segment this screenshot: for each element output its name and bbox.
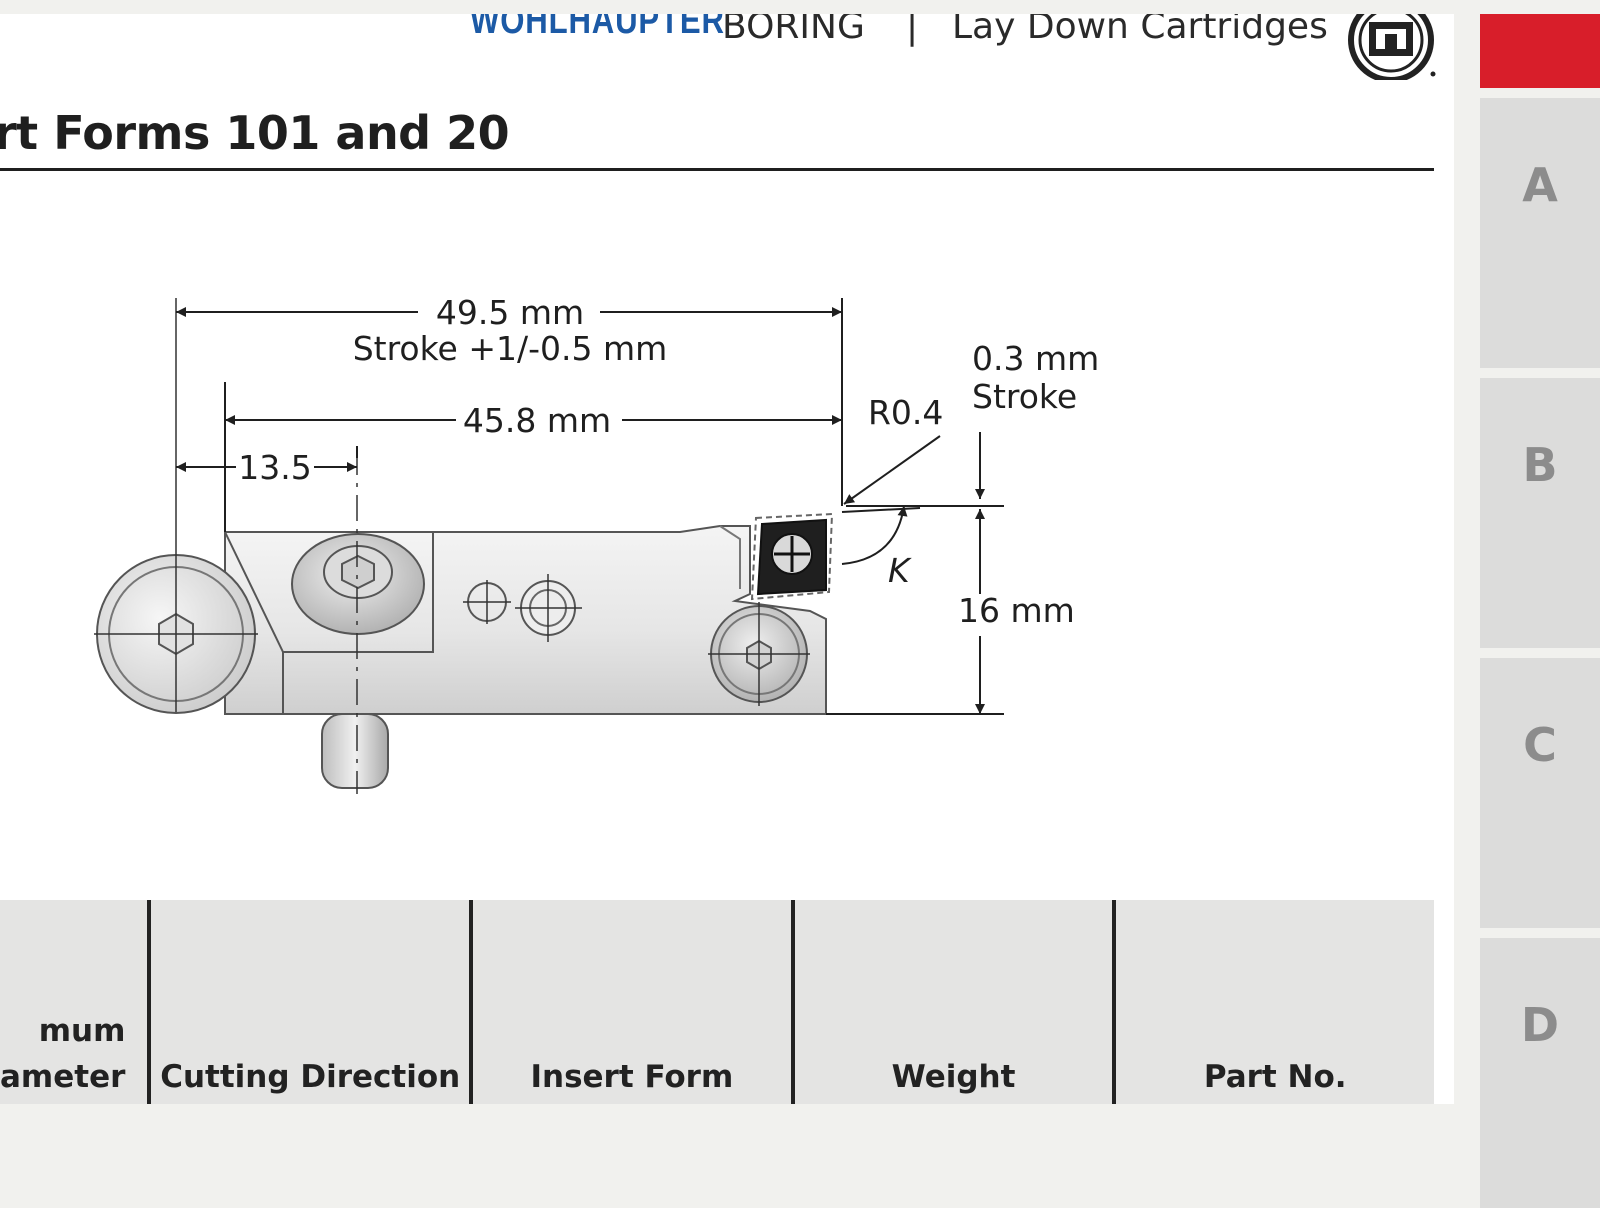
fmcf-logo-icon — [1348, 14, 1436, 80]
sidebar-accent-bar — [1480, 14, 1600, 88]
extension-lines — [224, 298, 1004, 715]
brand-name: WOHLHAUPTER — [470, 14, 725, 42]
sidebar-tab-a[interactable]: A — [1480, 98, 1600, 368]
catalog-page: WOHLHAUPTER BORING | Lay Down Cartridges… — [0, 14, 1454, 1104]
column-header-cutting-direction: Cutting Direction — [147, 900, 469, 1104]
section-tabs-sidebar: A B C D — [1454, 14, 1600, 1208]
dim-fine-stroke-label: Stroke — [972, 377, 1077, 416]
sidebar-tab-c[interactable]: C — [1480, 658, 1600, 928]
dim-fine-stroke-value: 0.3 mm — [972, 339, 1099, 378]
dim-body-length: 45.8 mm — [463, 401, 611, 440]
clamp-screw — [291, 533, 425, 635]
dim-offset: 13.5 — [238, 448, 311, 487]
page-header: WOHLHAUPTER BORING | Lay Down Cartridges — [0, 14, 1454, 80]
title-rule — [0, 168, 1434, 171]
section-name: BORING — [722, 14, 865, 47]
sidebar-tab-d[interactable]: D — [1480, 938, 1600, 1208]
header-divider: | — [906, 14, 919, 47]
dim-stroke-range: Stroke +1/-0.5 mm — [353, 329, 668, 368]
spec-table-header: mum ameter Cutting Direction Insert Form… — [0, 900, 1434, 1104]
dim-corner-radius: R0.4 — [868, 393, 943, 432]
column-header-diameter: mum ameter — [0, 1013, 126, 1095]
column-header-weight: Weight — [790, 900, 1113, 1104]
dimension-lines — [176, 307, 985, 714]
cartridge-technical-drawing: 49.5 mm Stroke +1/-0.5 mm 45.8 mm 13.5 R… — [94, 293, 1099, 794]
center-lines — [94, 298, 810, 794]
column-header-part-no: Part No. — [1112, 900, 1434, 1104]
dim-height: 16 mm — [958, 591, 1075, 630]
subsection-name: Lay Down Cartridges — [952, 14, 1328, 47]
sidebar-tab-b[interactable]: B — [1480, 378, 1600, 648]
cutting-insert — [750, 512, 834, 601]
column-header-insert-form: Insert Form — [469, 900, 791, 1104]
dim-overall-length: 49.5 mm — [436, 293, 584, 332]
angle-label: K — [888, 551, 912, 590]
page-title: rt Forms 101 and 20 — [0, 106, 510, 160]
locating-pin — [321, 713, 389, 789]
